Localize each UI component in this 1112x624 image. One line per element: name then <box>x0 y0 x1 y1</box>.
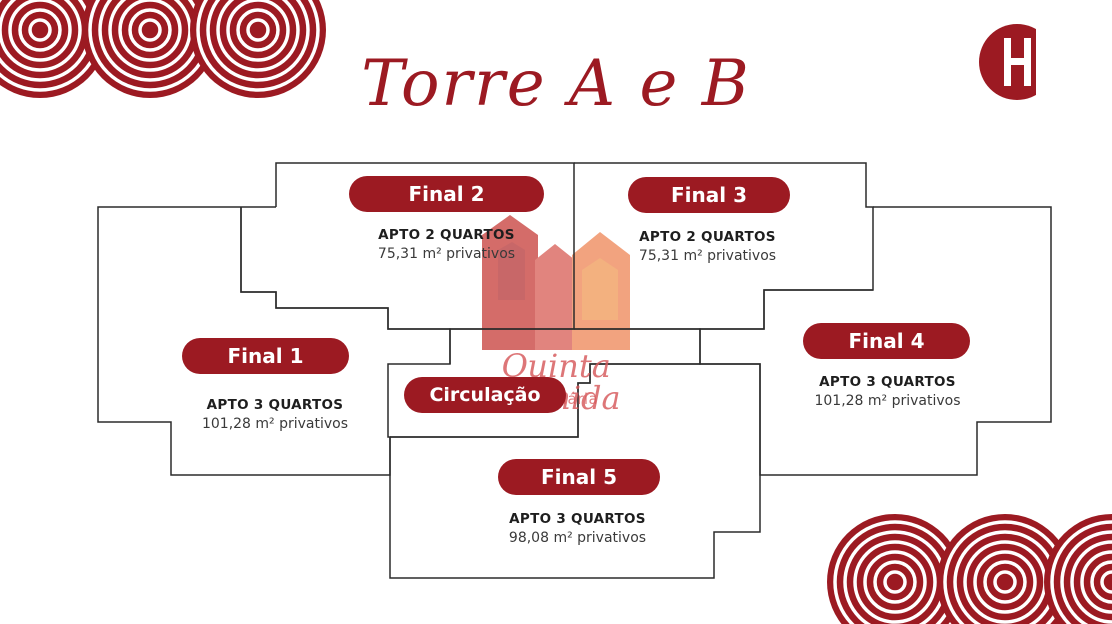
unit-label-final-4: Final 4 <box>803 323 970 359</box>
unit-info-final-2: APTO 2 QUARTOS 75,31 m² privativos <box>339 226 554 264</box>
watermark-building-icon <box>482 215 630 350</box>
unit-label-final-2: Final 2 <box>349 176 544 212</box>
unit-area: 75,31 m² privativos <box>638 248 777 264</box>
unit-info-final-5: APTO 3 QUARTOS 98,08 m² privativos <box>470 510 685 548</box>
unit-type: APTO 2 QUARTOS <box>639 229 776 245</box>
circulation-label: Circulação <box>404 377 566 413</box>
unit-type: APTO 3 QUARTOS <box>819 374 956 390</box>
unit-area: 101,28 m² privativos <box>814 393 961 409</box>
unit-info-final-3: APTO 2 QUARTOS 75,31 m² privativos <box>600 228 815 266</box>
unit-label-final-3: Final 3 <box>628 177 790 213</box>
h-circle-logo <box>979 22 1056 102</box>
interlaced-circles-pattern-bottom-right <box>825 512 1112 624</box>
unit-info-final-4: APTO 3 QUARTOS 101,28 m² privativos <box>780 373 995 411</box>
unit-label-final-1: Final 1 <box>182 338 349 374</box>
unit-outline-final-2 <box>240 162 575 330</box>
unit-label-final-5: Final 5 <box>498 459 660 495</box>
circulation-outline <box>390 328 701 438</box>
page-title: Torre A e B <box>361 47 751 121</box>
unit-type: APTO 3 QUARTOS <box>509 511 646 527</box>
unit-area: 101,28 m² privativos <box>201 416 349 432</box>
unit-area: 75,31 m² privativos <box>377 246 516 262</box>
unit-area: 98,08 m² privativos <box>508 530 647 546</box>
unit-type: APTO 2 QUARTOS <box>378 227 515 243</box>
unit-type: APTO 3 QUARTOS <box>206 397 344 413</box>
unit-info-final-1: APTO 3 QUARTOS 101,28 m² privativos <box>170 396 380 434</box>
